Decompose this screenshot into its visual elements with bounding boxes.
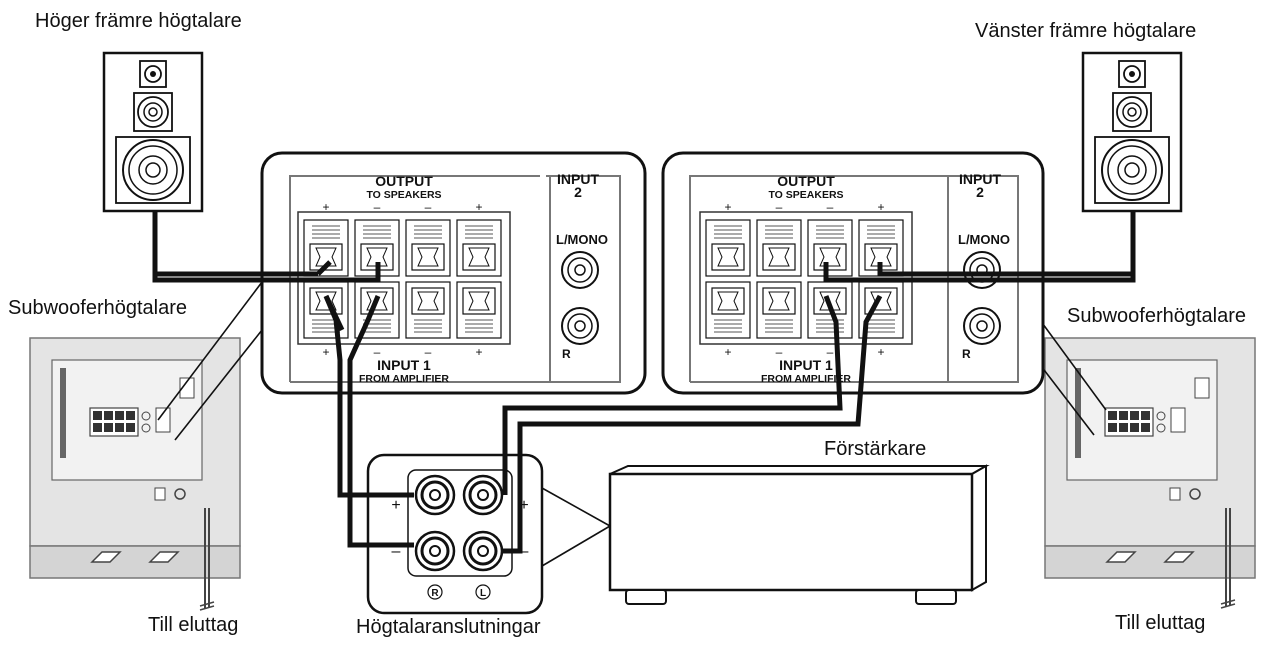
right-front-speaker-label: Höger främre högtalare — [35, 10, 242, 32]
left-top-plus-2: + — [475, 200, 482, 214]
right-front-speaker — [102, 51, 204, 213]
amp-terminal-box — [366, 453, 544, 615]
right-input1-label: INPUT 1 — [779, 357, 833, 373]
right-from-amplifier-label: FROM AMPLIFIER — [761, 373, 851, 385]
right-bottom-plus-2: + — [877, 345, 884, 359]
left-bottom-minus-1: – — [374, 345, 381, 359]
connection-panel-left — [260, 151, 647, 395]
amplifier-label: Förstärkare — [824, 438, 927, 460]
right-lmono-label: L/MONO — [958, 232, 1010, 247]
amp-r-label: R — [431, 588, 439, 599]
left-top-minus-2: – — [425, 200, 432, 214]
amp-plus-right: + — [519, 497, 528, 514]
left-lmono-label: L/MONO — [556, 232, 608, 247]
right-to-speakers-label: TO SPEAKERS — [768, 189, 843, 201]
right-bottom-minus-1: – — [776, 345, 783, 359]
right-top-plus-2: + — [877, 200, 884, 214]
left-bottom-plus-1: + — [322, 345, 329, 359]
left-top-minus-1: – — [374, 200, 381, 214]
amp-minus-left: – — [392, 543, 401, 560]
callout-line-left-a — [157, 281, 263, 421]
left-bottom-plus-2: + — [475, 345, 482, 359]
left-front-speaker-label: Vänster främre högtalare — [975, 20, 1197, 42]
left-input2-label: INPUT — [557, 171, 599, 187]
left-front-speaker — [1081, 51, 1183, 213]
outlet-left-label: Till eluttag — [148, 614, 239, 636]
left-from-amplifier-label: FROM AMPLIFIER — [359, 373, 449, 385]
right-bottom-plus-1: + — [724, 345, 731, 359]
outlet-right-label: Till eluttag — [1115, 612, 1206, 634]
left-top-plus-1: + — [322, 200, 329, 214]
left-bottom-minus-2: – — [425, 345, 432, 359]
left-input1-label: INPUT 1 — [377, 357, 431, 373]
right-output-label: OUTPUT — [777, 173, 835, 189]
left-input2-num: 2 — [574, 184, 582, 200]
right-top-minus-2: – — [827, 200, 834, 214]
amp-plus-left: + — [391, 497, 400, 514]
right-input2-num: 2 — [976, 184, 984, 200]
subwoofer-right-label: Subwooferhögtalare — [1067, 305, 1247, 327]
amp-minus-right: – — [520, 543, 529, 560]
subwoofer-left-label: Subwooferhögtalare — [8, 297, 188, 319]
right-top-minus-1: – — [776, 200, 783, 214]
left-r-label: R — [562, 347, 571, 361]
right-r-label: R — [962, 347, 971, 361]
speaker-terminals-label: Högtalaranslutningar — [356, 616, 541, 638]
amp-l-label: L — [480, 588, 486, 599]
callout-line-left-b — [174, 329, 263, 441]
left-to-speakers-label: TO SPEAKERS — [366, 189, 441, 201]
amplifier-unit — [608, 464, 990, 605]
right-top-plus-1: + — [724, 200, 731, 214]
cable-right-input — [502, 295, 843, 495]
subwoofer-right — [1044, 337, 1256, 579]
right-bottom-minus-2: – — [827, 345, 834, 359]
left-output-label: OUTPUT — [375, 173, 433, 189]
right-input2-label: INPUT — [959, 171, 1001, 187]
